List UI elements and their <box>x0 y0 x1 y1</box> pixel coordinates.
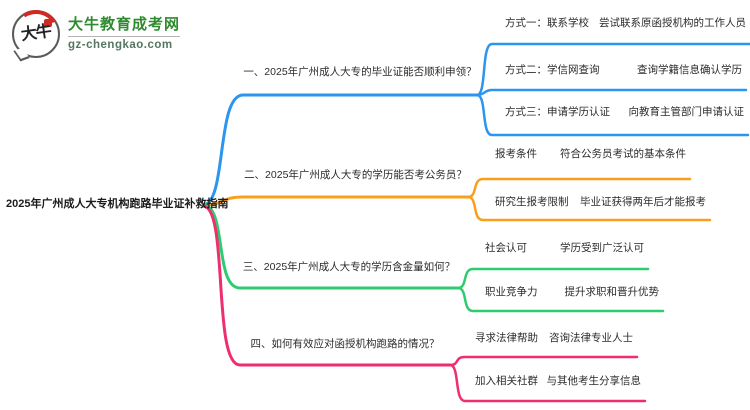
branch3-child2-link <box>456 286 665 313</box>
leaf-detail: 学历受到广泛认可 <box>560 242 644 254</box>
site-domain: gz-chengkao.com <box>68 35 181 53</box>
leaf-row: 方式三：申请学历认证 向教育主管部门申请认证 <box>494 103 748 121</box>
leaf-detail: 向教育主管部门申请认证 <box>628 106 745 118</box>
leaf-label: 研究生报考限制 <box>495 196 569 208</box>
leaf-row: 报考条件 符合公务员考试的基本条件 <box>484 145 690 163</box>
leaf-detail: 尝试联系原函授机构的工作人员 <box>599 17 746 29</box>
branch1-child1-link <box>475 42 750 97</box>
branch3-main-link <box>201 203 460 290</box>
leaf-label: 社会认可 <box>485 242 527 254</box>
site-logo[interactable]: 大牛 大牛教育成考网 gz-chengkao.com <box>7 5 181 63</box>
leaf-row: 社会认可 学历受到广泛认可 <box>474 239 648 257</box>
leaf-label: 加入相关社群 <box>475 375 538 387</box>
site-name: 大牛教育成考网 <box>68 15 181 33</box>
site-text-block: 大牛教育成考网 gz-chengkao.com <box>68 15 181 53</box>
leaf-label: 方式三：申请学历认证 <box>505 106 610 118</box>
leaf-row: 职业竞争力 提升求职和晋升优势 <box>474 283 663 301</box>
leaf-detail: 咨询法律专业人士 <box>549 332 633 344</box>
branch2-child2-link <box>466 195 712 222</box>
branch4-child2-link <box>448 363 647 403</box>
branch1-main-link <box>201 93 479 207</box>
branch4-main-link <box>201 204 452 367</box>
leaf-label: 方式二：学信网查询 <box>505 64 600 76</box>
leaf-label: 报考条件 <box>495 148 537 160</box>
branch3-title: 三、2025年广州成人大专的学历含金量如何？ <box>242 261 456 273</box>
leaf-row: 方式二：学信网查询 查询学籍信息确认学历 <box>494 61 746 79</box>
branch1-child2-link <box>475 88 748 97</box>
leaf-row: 研究生报考限制 毕业证获得两年后才能报考 <box>484 193 710 211</box>
branch2-title: 二、2025年广州成人大专的学历能否考公务员？ <box>244 169 467 181</box>
leaf-detail: 与其他考生分享信息 <box>546 375 642 387</box>
leaf-label: 寻求法律帮助 <box>475 332 538 344</box>
leaf-label: 职业竞争力 <box>485 286 538 298</box>
leaf-detail: 毕业证获得两年后才能报考 <box>580 196 706 208</box>
leaf-row: 方式一：联系学校 尝试联系原函授机构的工作人员 <box>494 14 750 32</box>
branch1-title: 一、2025年广州成人大专的毕业证能否顺利申领？ <box>243 66 477 78</box>
leaf-detail: 查询学籍信息确认学历 <box>637 64 742 76</box>
branch4-title: 四、如何有效应对函授机构跑路的情况？ <box>250 338 440 350</box>
leaf-label: 方式一：联系学校 <box>505 17 589 29</box>
logo-bubble-icon: 大牛 <box>7 5 65 63</box>
leaf-detail: 提升求职和晋升优势 <box>564 286 660 298</box>
leaf-row: 寻求法律帮助 咨询法律专业人士 <box>464 329 637 347</box>
logo-red-seal <box>44 19 52 27</box>
branch2-main-link <box>201 195 470 207</box>
branch1-child3-link <box>475 93 750 137</box>
branch4-child1-link <box>448 355 639 367</box>
leaf-row: 加入相关社群 与其他考生分享信息 <box>464 372 645 390</box>
leaf-detail: 符合公务员考试的基本条件 <box>560 148 686 160</box>
root-node: 2025年广州成人大专机构跑路毕业证补救指南 <box>6 198 229 210</box>
